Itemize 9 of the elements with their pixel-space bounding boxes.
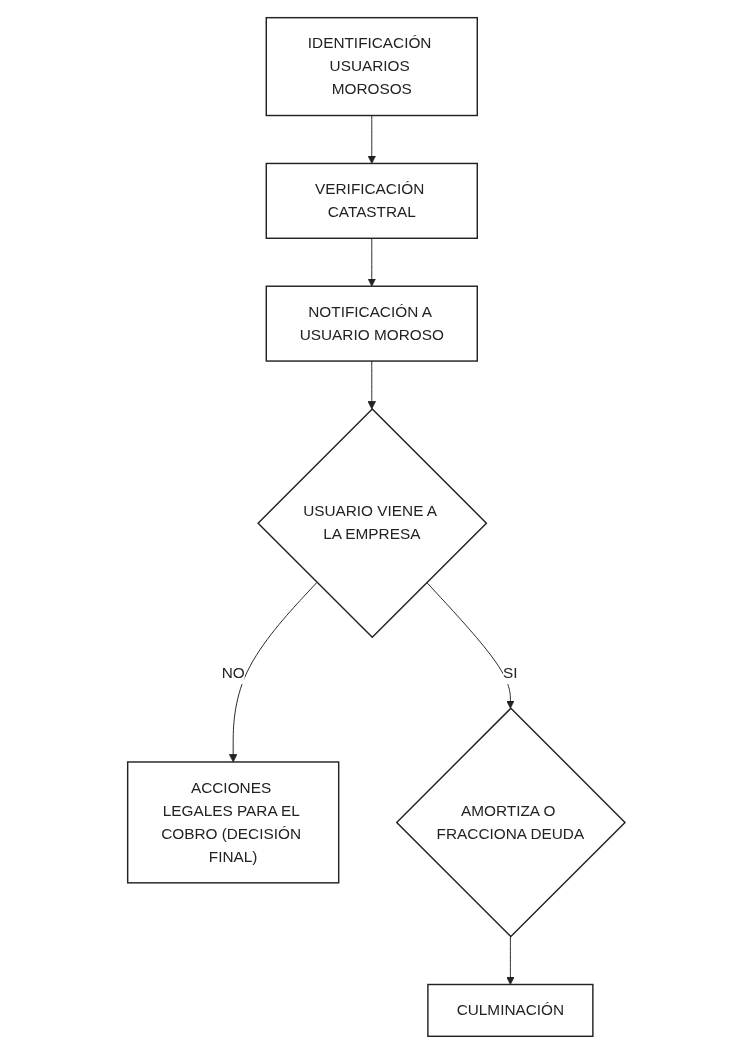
node-diamond: AMORTIZA O FRACCIONA DEUDA [395, 707, 627, 938]
node-box: CULMINACIÓN [427, 983, 594, 1038]
node-diamond: USUARIO VIENE A LA EMPRESA [257, 408, 488, 639]
node-box: NOTIFICACIÓN A USUARIO MOROSO [265, 285, 479, 362]
node-box: ACCIONES LEGALES PARA EL COBRO (DECISIÓN FINAL) [127, 761, 340, 884]
edge-label: SI [503, 664, 518, 681]
node-box: IDENTIFICACIÓN USUARIOS MOROSOS [265, 16, 479, 117]
node-box: VERIFICACIÓN CATASTRAL [265, 162, 479, 239]
edge-label: NO [221, 664, 245, 681]
